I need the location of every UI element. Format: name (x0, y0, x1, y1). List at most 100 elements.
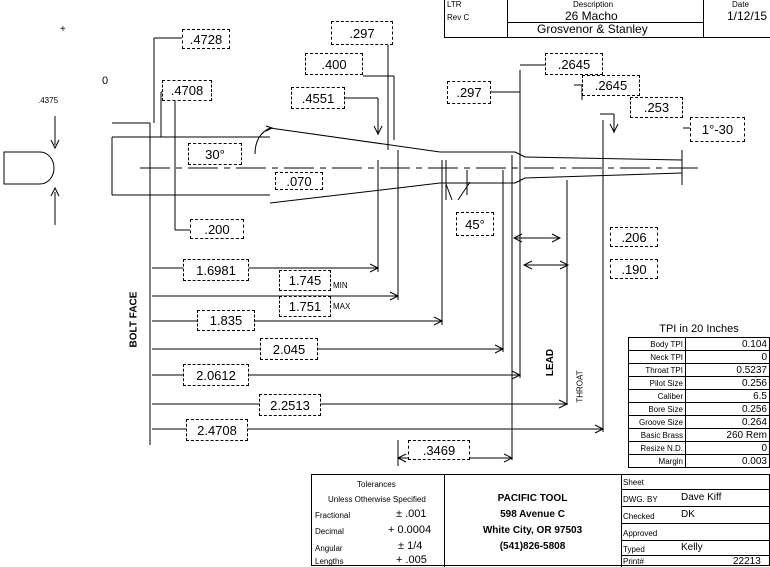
decimal-value: + 0.0004 (388, 524, 432, 536)
description-value: 26 Macho (565, 9, 618, 23)
tpi-value: 260 Rem (685, 428, 770, 442)
tpi-key: Pilot Size (628, 376, 686, 390)
dwg-label: DWG. BY (623, 495, 658, 504)
checked-value: DK (681, 509, 695, 520)
dim-2-2513: 2.2513 (259, 394, 321, 416)
tpi-title: TPI in 20 Inches (659, 323, 739, 335)
tpi-key: Basic Brass (628, 428, 686, 442)
tolerances-panel: Tolerances Unless Otherwise Specified Fr… (312, 475, 445, 567)
tpi-value: 0 (685, 441, 770, 455)
dim-200: .200 (190, 219, 244, 239)
dim-190: .190 (610, 259, 658, 279)
tpi-value: 0.5237 (685, 363, 770, 377)
company-panel: PACIFIC TOOL 598 Avenue C White City, OR… (444, 475, 622, 567)
tolerances-title: Tolerances (357, 480, 396, 489)
tpi-row: Resize N.D.0 (628, 441, 770, 455)
date-label: Date (732, 0, 749, 9)
dim-4708: .4708 (162, 80, 212, 101)
max-label: MAX (333, 302, 351, 311)
lead-label: LEAD (545, 348, 557, 377)
dim-070: .070 (275, 172, 323, 190)
company-address2: White City, OR 97503 (482, 525, 583, 536)
dwg-value: Dave Kiff (681, 492, 722, 503)
angle-1-30: 1°-30 (690, 117, 745, 142)
tpi-value: 6.5 (685, 389, 770, 403)
tpi-key: Resize N.D. (628, 441, 686, 455)
tpi-key: Margin (628, 454, 686, 468)
typed-label: Typed (623, 545, 645, 554)
tpi-key: Neck TPI (628, 350, 686, 364)
dim-400: .400 (305, 53, 363, 75)
description-label: Description (573, 0, 614, 9)
tpi-key: Groove Size (628, 415, 686, 429)
dim-2645-b: .2645 (582, 75, 640, 96)
tpi-value: 0.256 (685, 402, 770, 416)
decimal-label: Decimal (315, 527, 344, 536)
tpi-key: Bore Size (628, 402, 686, 416)
dim-4551: .4551 (291, 87, 345, 109)
angular-label: Angular (315, 544, 343, 553)
min-label: MIN (333, 281, 348, 290)
company-phone: (541)826-5808 (499, 541, 566, 552)
dim-2-0612: 2.0612 (183, 364, 249, 386)
signoff-panel: Sheet DWG. BY Dave Kiff Checked DK Approve… (621, 475, 770, 567)
plus-mark: + (60, 24, 66, 35)
dim-2645-a: .2645 (545, 53, 603, 75)
lengths-value: + .005 (396, 554, 427, 566)
angular-value: ± 1/4 (398, 540, 423, 552)
fractional-value: ± .001 (396, 508, 427, 520)
dim-3469: .3469 (408, 440, 470, 460)
angle-45: 45° (456, 212, 494, 236)
print-value: 22213 (733, 556, 761, 567)
client-value: Grosvenor & Stanley (537, 22, 648, 36)
sheet-label: Sheet (623, 478, 644, 487)
tpi-key: Caliber (628, 389, 686, 403)
tpi-value: 0.003 (685, 454, 770, 468)
tpi-value: 0.104 (685, 337, 770, 351)
tolerances-subtitle: Unless Otherwise Specified (328, 495, 426, 504)
checked-label: Checked (623, 512, 655, 521)
dim-297-top: .297 (331, 21, 393, 45)
company-name: PACIFIC TOOL (497, 493, 568, 504)
dim-4728: .4728 (182, 29, 230, 49)
approved-label: Approved (623, 529, 658, 538)
tpi-value: 0.264 (685, 415, 770, 429)
dim-2-4708: 2.4708 (186, 419, 248, 441)
tpi-key: Body TPI (628, 337, 686, 351)
dim-2-045: 2.045 (260, 338, 318, 360)
print-label: Print# (623, 557, 644, 566)
throat-label: THROAT (575, 370, 585, 403)
company-address1: 598 Avenue C (500, 509, 565, 520)
zero-mark: 0 (102, 75, 109, 87)
tpi-value: 0 (685, 350, 770, 364)
lengths-label: Lengths (315, 557, 344, 566)
pin-diameter-label: .4375 (38, 96, 59, 105)
tpi-key: Throat TPI (628, 363, 686, 377)
ltr-label: LTR (447, 0, 462, 9)
rev-value: Rev C (447, 13, 470, 22)
dim-1-745: 1.745 (279, 270, 331, 291)
bottom-block: Tolerances Unless Otherwise Specified Fr… (311, 474, 770, 567)
fractional-label: Fractional (315, 511, 351, 520)
dim-1-6981: 1.6981 (183, 259, 249, 281)
title-block: LTR Rev C Description 26 Macho Grosvenor… (444, 0, 770, 38)
dim-206: .206 (610, 227, 658, 247)
dim-253: .253 (630, 97, 683, 118)
tpi-value: 0.256 (685, 376, 770, 390)
angle-30: 30° (188, 143, 242, 165)
dim-297-right: .297 (447, 81, 491, 104)
dim-1-751: 1.751 (279, 296, 331, 317)
date-value: 1/12/15 (727, 9, 768, 23)
